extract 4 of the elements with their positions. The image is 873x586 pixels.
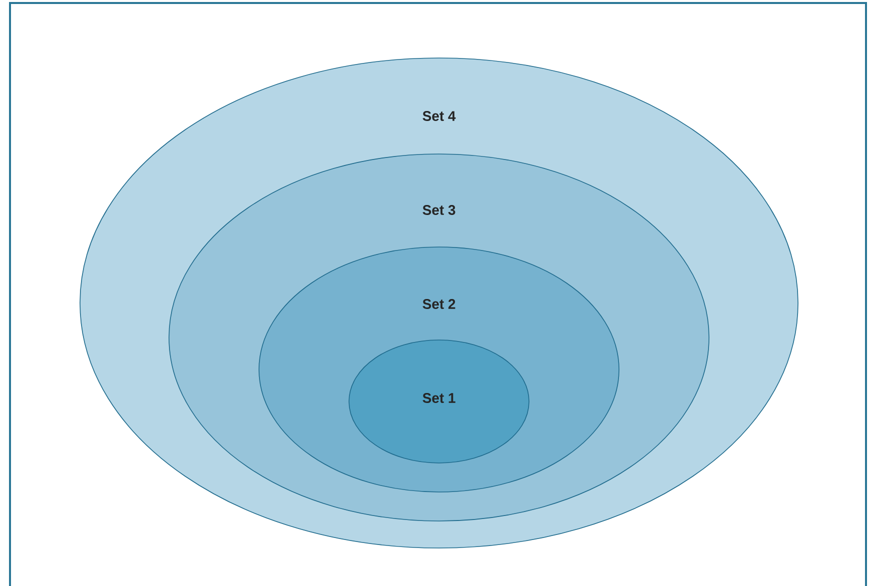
set-label: Set 4 (422, 111, 456, 121)
set-label: Set 1 (422, 393, 456, 403)
set-label: Set 3 (422, 205, 456, 215)
set-label: Set 2 (422, 299, 456, 309)
